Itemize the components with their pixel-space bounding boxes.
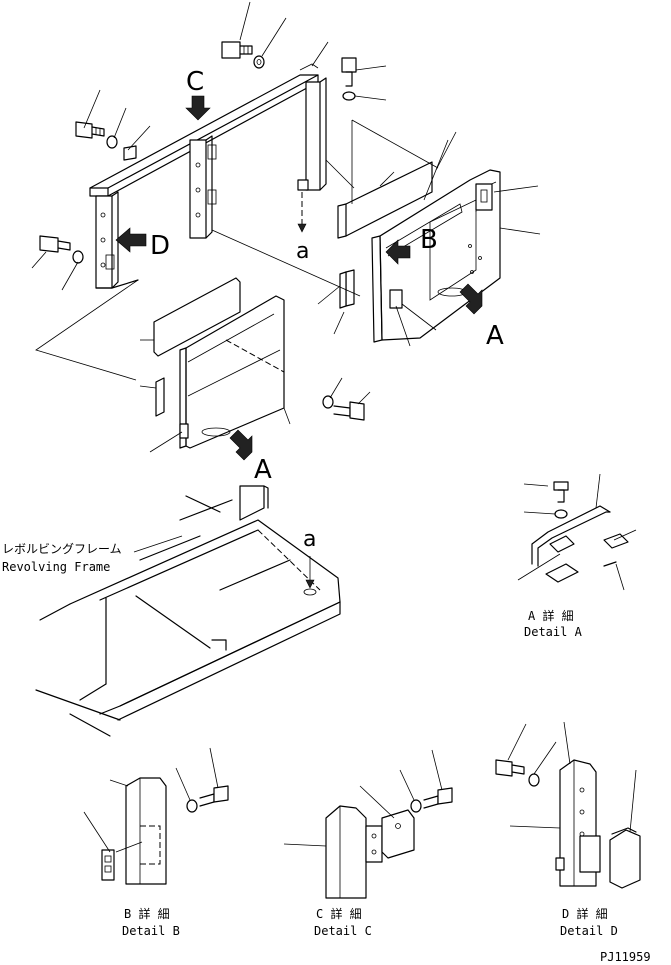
revolving-frame-label-en: Revolving Frame bbox=[2, 560, 110, 574]
detail-b-drawing bbox=[83, 747, 229, 885]
view-arrow-c-icon bbox=[185, 95, 211, 121]
rubber-pad-lower-left bbox=[155, 377, 165, 417]
view-label-b: B bbox=[420, 225, 438, 255]
view-label-d: D bbox=[150, 231, 170, 261]
bolt-icon bbox=[423, 787, 453, 809]
upper-frame-assembly bbox=[89, 63, 327, 289]
washer-icon bbox=[342, 91, 356, 101]
view-arrow-a-right-icon bbox=[459, 283, 483, 315]
view-arrow-a-left-icon bbox=[229, 429, 253, 461]
drawing-code: PJ11959 bbox=[600, 950, 651, 964]
bolt-icon bbox=[199, 785, 229, 807]
washer-icon bbox=[72, 250, 84, 264]
washer-icon bbox=[554, 509, 568, 519]
leader-lines-left bbox=[139, 339, 371, 453]
view-label-a-right: A bbox=[486, 321, 504, 351]
detail-d-drawing bbox=[495, 721, 641, 889]
ref-label-a: a bbox=[296, 239, 309, 264]
bolt-icon bbox=[75, 121, 105, 139]
detail-c-label-jp: C 詳 細 bbox=[316, 906, 362, 921]
detail-d-label-en: Detail D bbox=[560, 924, 618, 938]
bolt-icon bbox=[553, 481, 569, 503]
rubber-pad-lower-right bbox=[339, 269, 355, 309]
bolt-icon bbox=[333, 401, 365, 421]
revolving-frame bbox=[35, 485, 341, 737]
washer-icon bbox=[410, 799, 422, 813]
view-arrow-b-icon bbox=[385, 239, 411, 265]
bolt-icon bbox=[341, 57, 357, 87]
leader-lines-top bbox=[31, 1, 387, 291]
detail-a-label-jp: A 詳 細 bbox=[528, 608, 574, 623]
detail-a-label-en: Detail A bbox=[524, 625, 583, 639]
down-arrow-icon bbox=[297, 192, 307, 233]
view-label-a-left: A bbox=[254, 455, 272, 485]
washer-icon bbox=[106, 135, 118, 149]
detail-c-label-en: Detail C bbox=[314, 924, 372, 938]
bolt-icon bbox=[495, 759, 525, 777]
washer-icon bbox=[322, 395, 334, 409]
washer-icon bbox=[528, 773, 540, 787]
revolving-frame-label-jp: レボルビングフレーム bbox=[2, 542, 122, 556]
view-label-c: C bbox=[186, 67, 204, 97]
detail-d-label-jp: D 詳 細 bbox=[562, 906, 608, 921]
washer-icon bbox=[253, 55, 265, 69]
rubber-pad-upper-right bbox=[337, 161, 433, 239]
detail-c-drawing bbox=[283, 749, 453, 899]
detail-b-label-en: Detail B bbox=[122, 924, 180, 938]
leader-lines-right bbox=[317, 119, 541, 347]
frame-leader-line bbox=[133, 535, 183, 553]
hidden-line bbox=[225, 339, 285, 373]
rubber-pad-upper-left bbox=[153, 277, 241, 357]
plate-icon bbox=[123, 145, 137, 161]
washer-icon bbox=[186, 799, 198, 813]
bolt-icon bbox=[221, 41, 253, 59]
assembly-outline bbox=[35, 159, 361, 381]
detail-b-label-jp: B 詳 細 bbox=[124, 906, 170, 921]
detail-a-drawing bbox=[517, 473, 637, 591]
down-arrow-frame-icon bbox=[305, 556, 315, 589]
bolt-icon bbox=[39, 235, 71, 253]
view-arrow-d-icon bbox=[115, 227, 147, 253]
ref-label-a-frame: a bbox=[303, 527, 316, 552]
